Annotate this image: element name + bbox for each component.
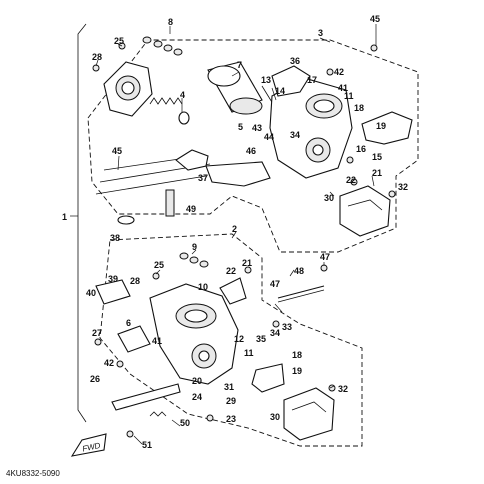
callout-14: 14: [275, 86, 285, 96]
callout-28: 28: [92, 52, 102, 62]
callout-10: 10: [198, 282, 208, 292]
callout-46: 46: [246, 146, 256, 156]
callout-8: 8: [168, 17, 173, 27]
fwd-label: FWD: [82, 441, 102, 454]
callout-41: 41: [338, 83, 348, 93]
callout-34: 34: [290, 130, 300, 140]
callout-5: 5: [238, 122, 243, 132]
callout-33: 33: [282, 322, 292, 332]
callout-21: 21: [372, 168, 382, 178]
fwd-arrow-icon: [70, 433, 107, 457]
callout-35: 35: [256, 334, 266, 344]
callout-47: 47: [320, 252, 330, 262]
callout-4: 4: [180, 90, 185, 100]
callout-44: 44: [264, 132, 274, 142]
callout-37: 37: [198, 173, 208, 183]
callout-6: 6: [126, 318, 131, 328]
lower-assembly-boundary: [99, 233, 363, 447]
callout-20: 20: [192, 376, 202, 386]
callout-42: 42: [334, 67, 344, 77]
lower-throttle-lever: [251, 363, 285, 393]
screw-set: [142, 36, 183, 56]
callout-3: 3: [318, 28, 323, 38]
upper-throttle-lever: [361, 111, 413, 145]
callout-45-lower: 45: [112, 146, 122, 156]
callout-36: 36: [290, 56, 300, 66]
callout-24: 24: [192, 392, 202, 402]
callout-25-lower: 25: [154, 260, 164, 270]
callout-13: 13: [261, 75, 271, 85]
callout-41-lower: 41: [152, 336, 162, 346]
callout-42-lower: 42: [104, 358, 114, 368]
callout-25: 25: [114, 36, 124, 46]
callout-22-lower: 22: [226, 266, 236, 276]
upper-assembly-boundary: [87, 39, 419, 253]
callout-30-lower: 30: [270, 412, 280, 422]
callout-43: 43: [252, 123, 262, 133]
callout-21-lower: 21: [242, 258, 252, 268]
callout-27: 27: [92, 328, 102, 338]
callout-30: 30: [324, 193, 334, 203]
callout-18-lower: 18: [292, 350, 302, 360]
main-bracket-line: [77, 23, 87, 423]
callout-40: 40: [86, 288, 96, 298]
callout-1: 1: [62, 212, 67, 222]
callout-23: 23: [226, 414, 236, 424]
lower-linkage-rod: [111, 383, 181, 411]
callout-45: 45: [370, 14, 380, 24]
callout-12: 12: [234, 334, 244, 344]
callout-17: 17: [307, 75, 317, 85]
callout-48: 48: [294, 266, 304, 276]
callout-9: 9: [192, 242, 197, 252]
callout-38: 38: [110, 233, 120, 243]
callout-19: 19: [376, 121, 386, 131]
callout-31: 31: [224, 382, 234, 392]
callout-39: 39: [108, 274, 118, 284]
callout-26: 26: [90, 374, 100, 384]
callout-32-lower: 32: [338, 384, 348, 394]
callout-32: 32: [398, 182, 408, 192]
callout-50: 50: [180, 418, 190, 428]
callout-labels: 8 25 28 4 7 13 14 3 36 17 42 41 45 11 18…: [62, 14, 408, 450]
callout-34-lower: 34: [270, 328, 280, 338]
callout-19-lower: 19: [292, 366, 302, 376]
assembly-boundaries: [70, 23, 419, 447]
reference-code: 4KU8332-5090: [6, 469, 60, 478]
callout-51: 51: [142, 440, 152, 450]
callout-2: 2: [232, 224, 237, 234]
upper-float-bowl: [339, 185, 391, 237]
callout-18: 18: [354, 103, 364, 113]
spring-part: [149, 97, 183, 105]
lower-parts: [94, 252, 336, 441]
callout-16: 16: [356, 144, 366, 154]
callout-22: 22: [346, 175, 356, 185]
fwd-direction-marker: FWD: [70, 433, 107, 457]
lower-shaft-rod: [277, 285, 325, 299]
callout-11-lower: 11: [244, 348, 254, 358]
callout-28-lower: 28: [130, 276, 140, 286]
callout-29: 29: [226, 396, 236, 406]
lower-carburetor-body: [149, 283, 239, 385]
lower-float-bowl: [283, 387, 335, 441]
callout-7: 7: [237, 60, 242, 70]
callout-49: 49: [186, 204, 196, 214]
upper-parts: [92, 36, 413, 237]
callout-15: 15: [372, 152, 382, 162]
leader-lines: [95, 24, 377, 445]
callout-47-lower: 47: [270, 279, 280, 289]
callout-11: 11: [344, 91, 354, 101]
